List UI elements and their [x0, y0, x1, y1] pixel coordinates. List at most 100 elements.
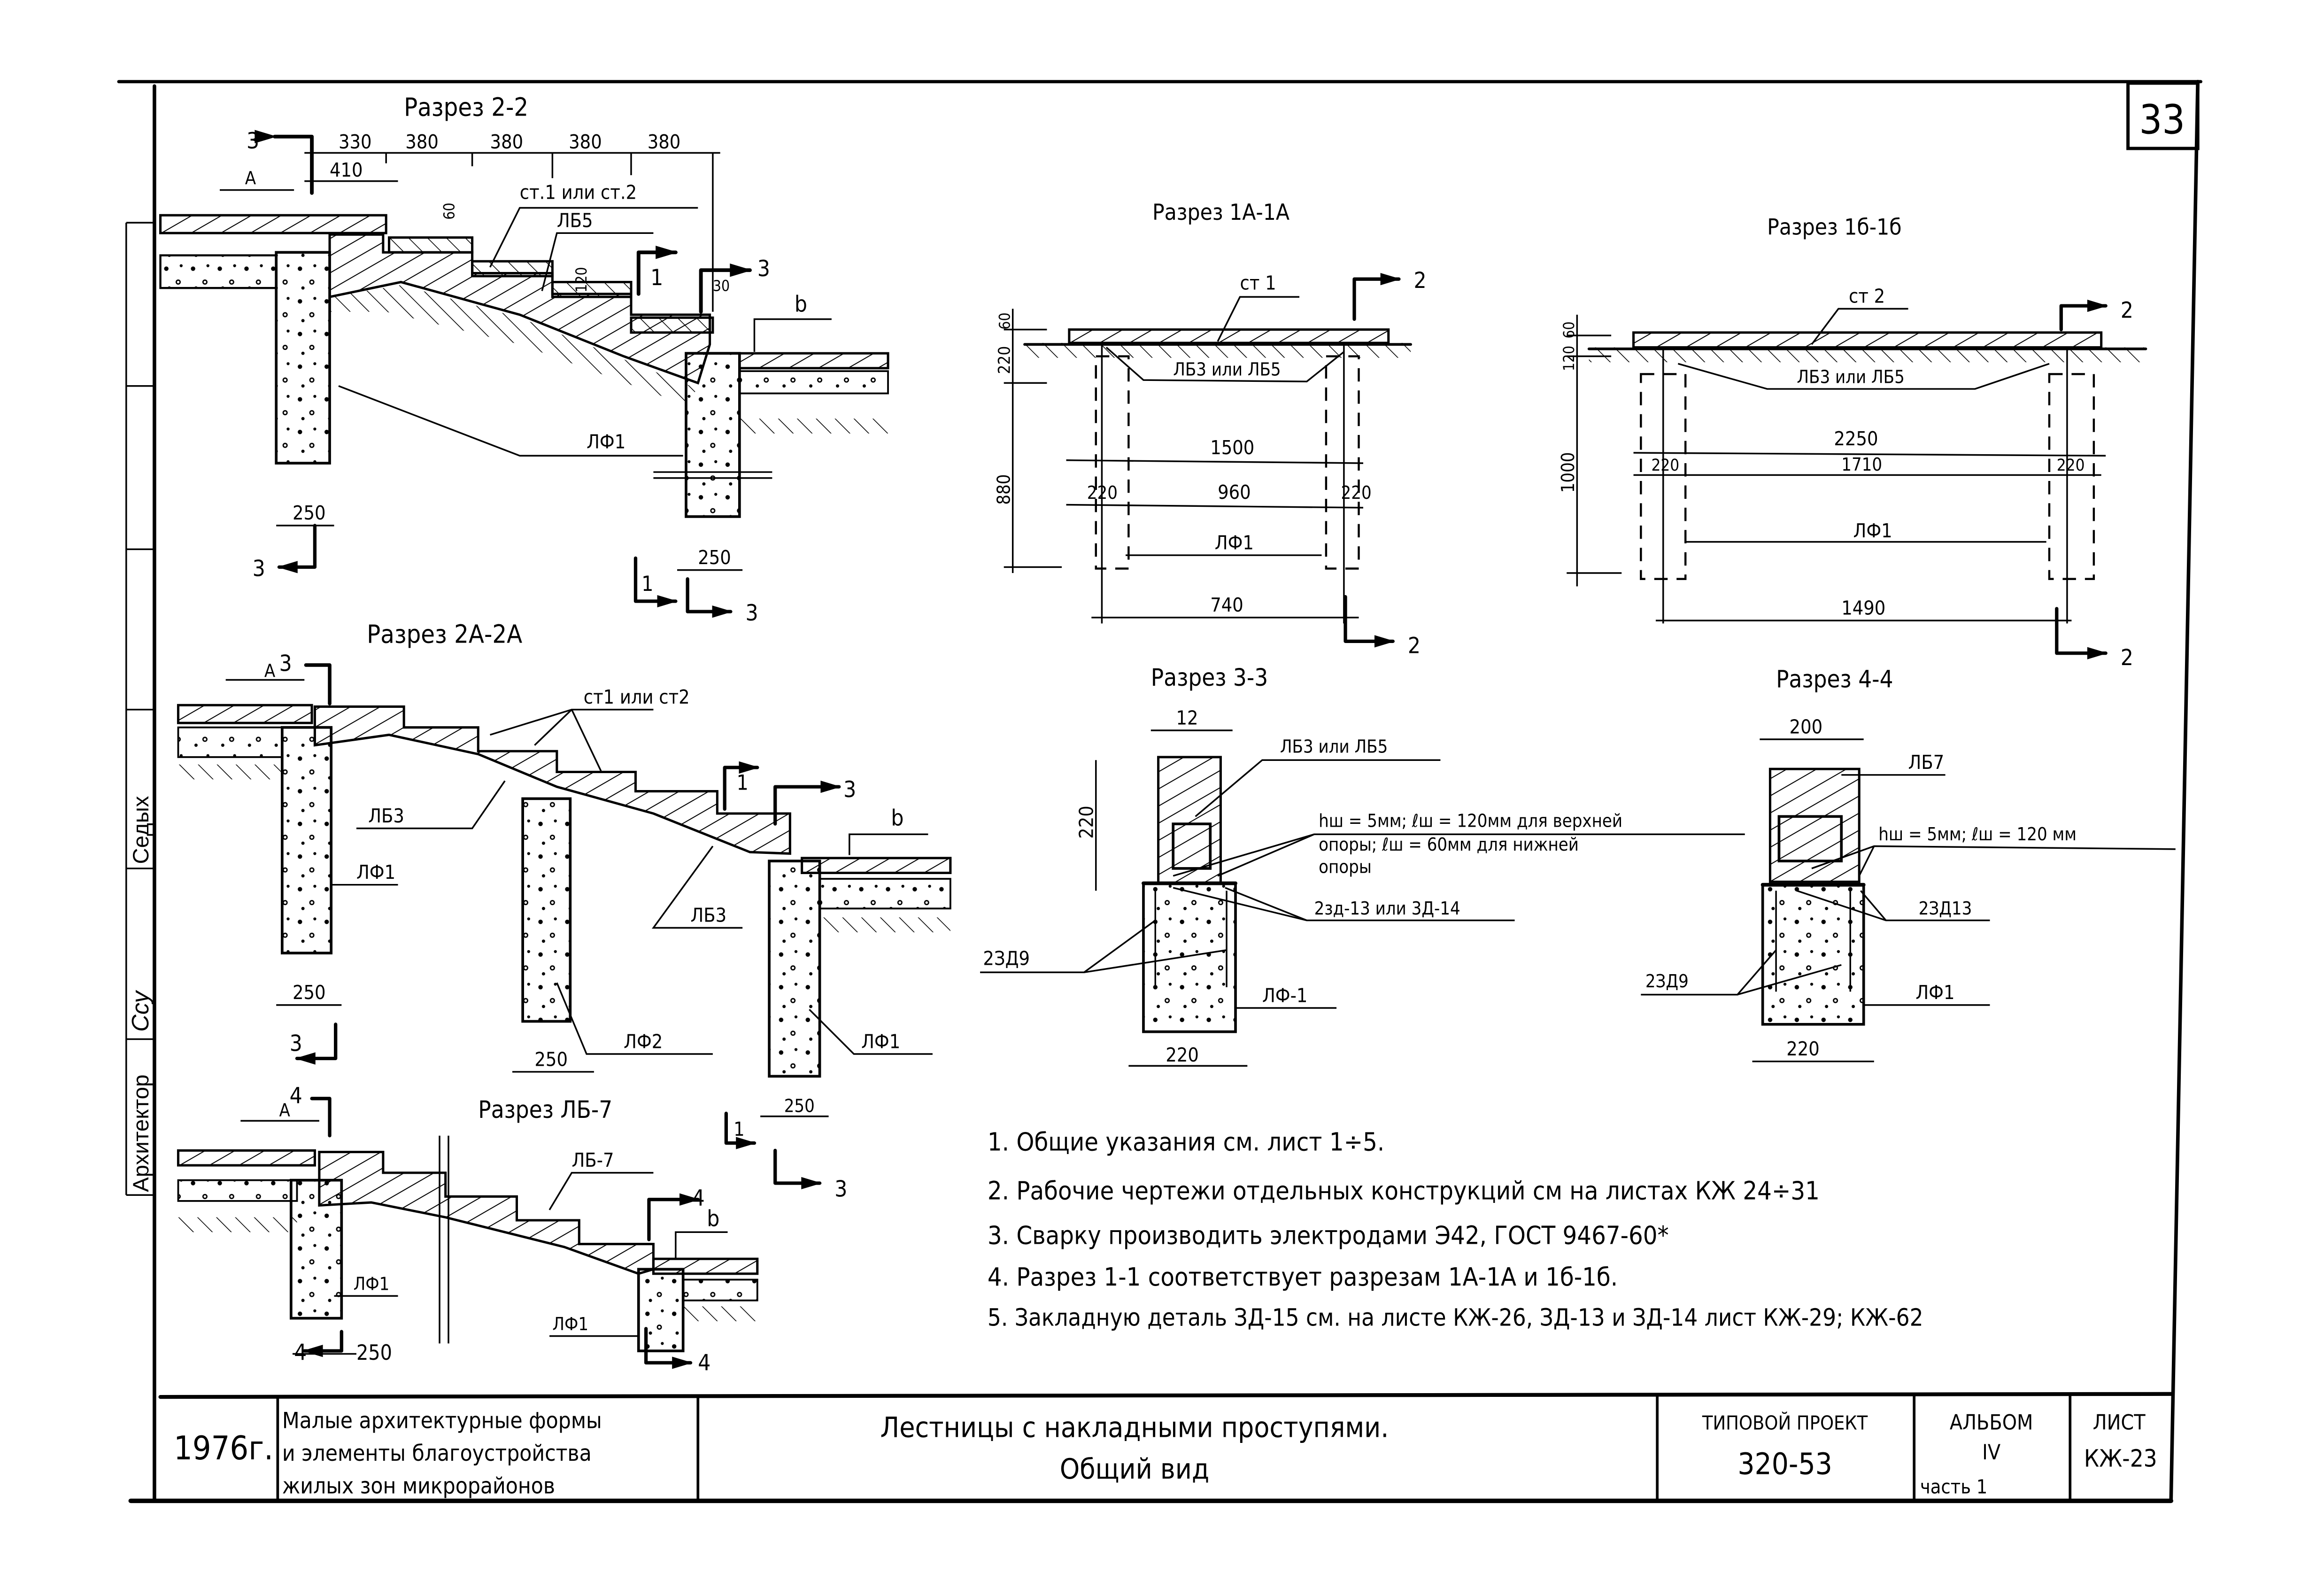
dim-960: 960	[1218, 481, 1251, 504]
cut-2-top: 2	[1414, 268, 1427, 294]
margin-signature: Ссу	[127, 990, 154, 1031]
cut-3-right: 3	[757, 256, 770, 282]
dim-250-b: 250	[534, 1048, 568, 1070]
note-4: 4. Разрез 1-1 соответствует разрезам 1А-…	[988, 1262, 1618, 1292]
label-lf1: ЛФ1	[1915, 981, 1954, 1004]
label-lb3-or-lb5: ЛБ3 или ЛБ5	[1797, 366, 1904, 387]
cut-3-right: 3	[843, 777, 856, 803]
section-1b-title: Разрез 1б-1б	[1767, 214, 1901, 240]
section-lb7-title: Разрез ЛБ-7	[478, 1096, 612, 1124]
dim-vert-60: 60	[1561, 321, 1578, 338]
label-st2: ст 2	[1849, 285, 1885, 308]
label-lb3-or-lb5: ЛБ3 или ЛБ5	[1280, 736, 1388, 757]
dim-vert-220: 220	[995, 346, 1014, 374]
cut-2-bottom: 2	[1408, 633, 1421, 659]
label-st1-or-st2: ст.1 или ст.2	[520, 181, 637, 204]
note-5: 5. Закладную деталь ЗД-15 см. на листе К…	[988, 1303, 1923, 1331]
margin-name: Седых	[129, 796, 154, 864]
dim-740: 740	[1210, 594, 1243, 616]
dim-220-bottom: 220	[1166, 1044, 1199, 1066]
label-lb3-lower: ЛБ3	[690, 904, 726, 927]
label-lf-1: ЛФ-1	[1262, 984, 1307, 1007]
dim-380-4: 380	[648, 131, 681, 153]
dim-380-3: 380	[569, 131, 602, 153]
label-lf2: ЛФ2	[624, 1030, 663, 1053]
drawing-title-line-2: Общий вид	[1060, 1453, 1209, 1486]
cut-3: 3	[834, 1176, 847, 1202]
title-block: 1976г. Малые архитектурные формы и элеме…	[158, 1392, 2173, 1503]
dim-250-bottom: 250	[356, 1341, 392, 1365]
album-label: АЛЬБОМ	[1950, 1411, 2033, 1435]
dim-410: 410	[330, 159, 363, 181]
section-3-3-title: Разрез 3-3	[1151, 664, 1268, 691]
label-lf1-right: ЛФ1	[861, 1030, 900, 1053]
label-lf1-right: ЛФ1	[552, 1314, 588, 1334]
dim-220-bottom: 220	[1786, 1038, 1820, 1060]
label-lb5: ЛБ5	[557, 209, 593, 232]
dim-220-right: 220	[2057, 456, 2085, 475]
dim-vert-1000: 1000	[1558, 452, 1578, 493]
dim-250-top: 250	[784, 1095, 815, 1116]
label-b: b	[707, 1206, 719, 1232]
dim-220-right: 220	[1341, 482, 1372, 503]
general-notes: 1. Общие указания см. лист 1÷5. 2. Рабоч…	[988, 1127, 1923, 1331]
dim-330: 330	[339, 131, 372, 153]
cut-2-top: 2	[2121, 297, 2133, 323]
drawing-title-line-1: Лестницы с накладными проступями.	[880, 1411, 1389, 1444]
label-weld-line3: опоры	[1319, 856, 1372, 877]
dim-1500: 1500	[1210, 436, 1254, 459]
label-st1-or-st2: ст1 или ст2	[584, 686, 690, 708]
dim-vert-60: 60	[996, 312, 1013, 329]
margin-stamp: Архитектор Ссу Седых	[127, 796, 154, 1192]
margin-role: Архитектор	[129, 1075, 154, 1192]
drawing-frame	[117, 80, 2203, 1504]
dim-1490: 1490	[1841, 597, 1885, 619]
cut-1: 1	[737, 771, 749, 795]
note-2: 2. Рабочие чертежи отдельных конструкций…	[988, 1176, 1820, 1206]
section-2-2: Разрез 2-2 330 380 380 380 380 410 3 А	[159, 93, 889, 626]
label-lf1-left: ЛФ1	[354, 1274, 390, 1294]
label-A: А	[279, 1100, 291, 1121]
project-number: 320-53	[1737, 1446, 1832, 1481]
cut-1-right: 1	[650, 265, 663, 291]
dim-12: 12	[1176, 706, 1198, 729]
section-1a-1a: Разрез 1А-1А ст 1 ЛБ3 или ЛБ5 1500 220 9…	[993, 200, 1426, 659]
label-2zd9: 2ЗД9	[983, 947, 1030, 969]
series-line-2: и элементы благоустройства	[282, 1441, 592, 1466]
section-2a-title: Разрез 2А-2А	[367, 620, 522, 649]
cut-2-bottom: 2	[2121, 645, 2133, 671]
label-lf1: ЛФ1	[1853, 519, 1892, 542]
label-2zd13: 2ЗД13	[1919, 898, 1972, 919]
cut-3-bottom: 3	[253, 556, 265, 581]
series-line-1: Малые архитектурные формы	[282, 1408, 602, 1434]
label-2zd9: 2ЗД9	[1645, 971, 1689, 992]
label-weld: hш = 5мм; ℓш = 120 мм	[1878, 824, 2077, 845]
label-lf1: ЛФ1	[587, 431, 625, 453]
label-b: b	[891, 805, 903, 831]
section-3-3: Разрез 3-3 12 220 ЛБ3 или ЛБ5 hш = 5мм; …	[980, 664, 1745, 1067]
dim-2250: 2250	[1834, 427, 1878, 450]
label-A: А	[245, 168, 256, 188]
cut-4-right: 4	[692, 1185, 705, 1211]
section-1a-title: Разрез 1А-1А	[1152, 200, 1289, 225]
label-A: А	[264, 660, 276, 681]
sheet-code: КЖ-23	[2084, 1445, 2157, 1472]
section-lb7: Разрез ЛБ-7 4 А ЛБ-7 ЛФ1 ЛФ1 4 b 4 4 250…	[177, 1083, 847, 1376]
label-lf1-left: ЛФ1	[356, 861, 395, 884]
section-1b-1b: Разрез 1б-1б ст 2 ЛБ3 или ЛБ5 2250 220 1…	[1558, 214, 2147, 671]
cut-3-top: 3	[279, 651, 292, 677]
cut-3-top: 3	[247, 128, 259, 154]
dim-chain-top: 330 380 380 380 380 410	[330, 131, 680, 181]
section-2-2-title: Разрез 2-2	[404, 93, 528, 122]
note-3: 3. Сварку производить электродами Э42, Г…	[988, 1221, 1669, 1250]
dim-30: 30	[713, 278, 730, 294]
label-lb-7: ЛБ-7	[571, 1149, 614, 1171]
sheet-number-box: 33	[2126, 81, 2200, 150]
label-zd13-or-zd14: 2зд-13 или 3Д-14	[1314, 898, 1460, 919]
dim-60: 60	[441, 203, 458, 220]
cut-4-top: 4	[290, 1083, 302, 1108]
dim-250-right: 250	[698, 546, 731, 569]
sheet-number: 33	[2139, 97, 2185, 143]
cut-4-bottom-left: 4	[294, 1340, 307, 1365]
